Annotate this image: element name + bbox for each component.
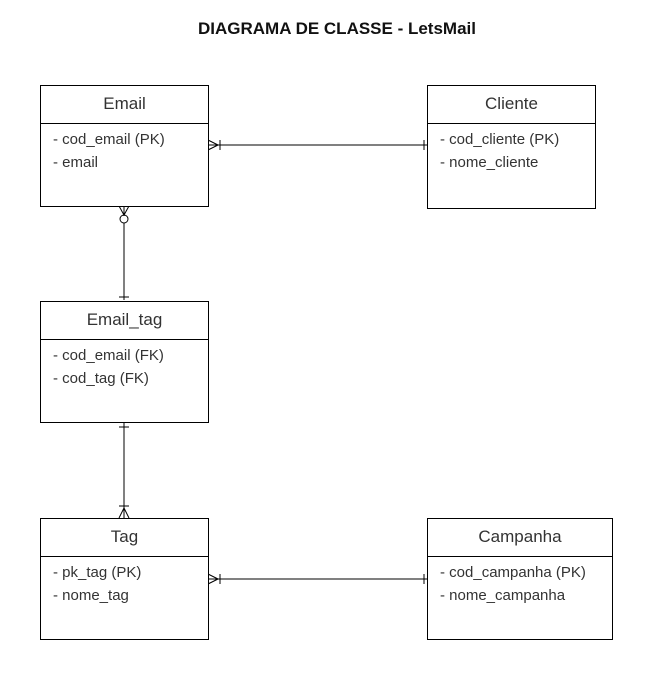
entity-cliente: Cliente - cod_cliente (PK) - nome_client… [427,85,596,209]
attribute-email: - email [53,154,99,171]
entity-cliente-name: Cliente [428,86,595,124]
entity-tag-attributes: - pk_tag (PK) - nome_tag [41,557,208,607]
relationship-email-cliente [207,139,427,151]
entity-email-tag-attributes: - cod_email (FK) - cod_tag (FK) [41,340,208,390]
attribute-cod-cliente: - cod_cliente (PK) [440,131,560,148]
diagram-title: DIAGRAMA DE CLASSE - LetsMail [197,19,476,38]
attribute-cod-email: - cod_email (PK) [53,131,165,148]
attribute-cod-tag-fk: - cod_tag (FK) [53,370,149,387]
attribute-nome-cliente: - nome_cliente [440,154,539,171]
relationship-tag-campanha [207,573,427,585]
entity-email-name: Email [41,86,208,124]
relationship-emailtag-tag [118,422,130,519]
attribute-nome-campanha: - nome_campanha [440,587,566,604]
attribute-pk-tag: - pk_tag (PK) [53,564,142,581]
entity-campanha-name: Campanha [428,519,612,557]
entity-campanha: Campanha - cod_campanha (PK) - nome_camp… [427,518,613,640]
attribute-cod-email-fk: - cod_email (FK) [53,347,164,364]
entity-campanha-attributes: - cod_campanha (PK) - nome_campanha [428,557,612,607]
relationship-email-emailtag [118,205,130,300]
entity-cliente-attributes: - cod_cliente (PK) - nome_cliente [428,124,595,174]
attribute-nome-tag: - nome_tag [53,587,129,604]
entity-email: Email - cod_email (PK) - email [40,85,209,207]
attribute-cod-campanha: - cod_campanha (PK) [440,564,586,581]
entity-email-tag: Email_tag - cod_email (FK) - cod_tag (FK… [40,301,209,423]
entity-tag-name: Tag [41,519,208,557]
entity-tag: Tag - pk_tag (PK) - nome_tag [40,518,209,640]
entity-email-attributes: - cod_email (PK) - email [41,124,208,174]
entity-email-tag-name: Email_tag [41,302,208,340]
